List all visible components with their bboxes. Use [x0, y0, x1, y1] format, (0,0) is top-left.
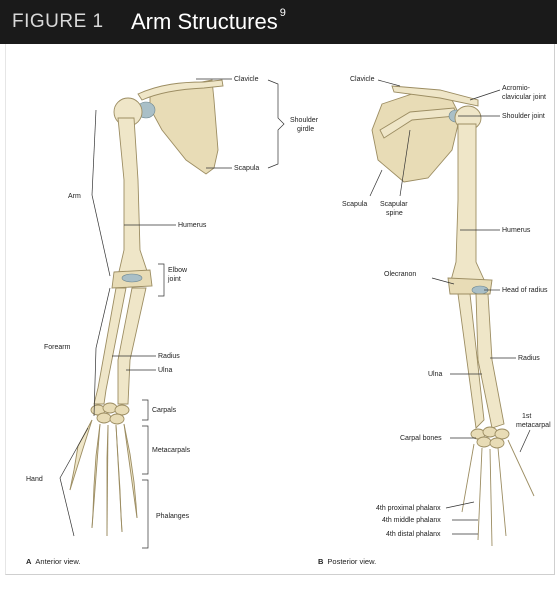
- posterior-label-olecranon: Olecranon: [384, 271, 416, 278]
- posterior-label-4th-proximal-phalanx: 4th proximal phalanx: [376, 505, 441, 512]
- anterior-label-humerus: Humerus: [178, 222, 207, 229]
- anterior-elbow-cartilage: [122, 274, 142, 282]
- posterior-humerus-bone: [450, 124, 486, 284]
- posterior-fingers: [462, 440, 534, 546]
- anterior-label-shoulder-girdle-line2: girdle: [297, 126, 314, 133]
- posterior-label-acromio-line1: Acromio-: [502, 85, 531, 92]
- posterior-label-acromio-line2: clavicular joint: [502, 94, 546, 101]
- anterior-caption-letter: A: [26, 557, 32, 566]
- anterior-caption-text: Anterior view.: [35, 557, 80, 566]
- anterior-fingers: [70, 420, 137, 536]
- posterior-label-scapula: Scapula: [342, 201, 367, 208]
- posterior-label-ulna: Ulna: [428, 371, 443, 378]
- posterior-label-carpal-bones: Carpal bones: [400, 435, 442, 442]
- posterior-label-scapular-spine-line1: Scapular: [380, 201, 408, 208]
- posterior-label-humerus: Humerus: [502, 227, 531, 234]
- posterior-caption-text: Posterior view.: [327, 557, 376, 566]
- anterior-label-forearm: Forearm: [44, 344, 71, 351]
- anterior-label-carpals: Carpals: [152, 407, 177, 414]
- posterior-label-4th-distal-phalanx: 4th distal phalanx: [386, 531, 441, 538]
- anterior-label-shoulder-girdle-line1: Shoulder: [290, 117, 319, 124]
- posterior-carpals: [471, 427, 509, 448]
- anterior-label-elbow-line2: joint: [167, 276, 181, 283]
- posterior-label-1st-metacarpal-line2: metacarpal: [516, 422, 551, 429]
- anterior-label-arm: Arm: [68, 193, 81, 200]
- anterior-humerus-bone: [118, 118, 148, 276]
- anterior-label-metacarpals: Metacarpals: [152, 447, 191, 454]
- posterior-label-scapular-spine-line2: spine: [386, 210, 403, 217]
- anterior-label-phalanges: Phalanges: [156, 513, 190, 520]
- posterior-label-radius: Radius: [518, 355, 540, 362]
- anterior-label-hand: Hand: [26, 476, 43, 483]
- posterior-label-shoulder-joint: Shoulder joint: [502, 113, 545, 120]
- posterior-caption-letter: B: [318, 557, 324, 566]
- posterior-label-1st-metacarpal-line1: 1st: [522, 413, 531, 420]
- anterior-label-radius: Radius: [158, 353, 180, 360]
- anterior-skeleton: [70, 80, 223, 536]
- posterior-label-head-of-radius: Head of radius: [502, 287, 548, 294]
- anterior-leaders: [60, 79, 284, 548]
- anterior-label-elbow-line1: Elbow: [168, 267, 188, 274]
- posterior-label-4th-middle-phalanx: 4th middle phalanx: [382, 517, 441, 524]
- posterior-label-clavicle: Clavicle: [350, 76, 375, 83]
- posterior-skeleton: [372, 86, 534, 546]
- anterior-label-ulna: Ulna: [158, 367, 173, 374]
- anterior-label-scapula: Scapula: [234, 165, 259, 172]
- anterior-label-clavicle: Clavicle: [234, 76, 259, 83]
- anterior-carpals: [91, 403, 129, 424]
